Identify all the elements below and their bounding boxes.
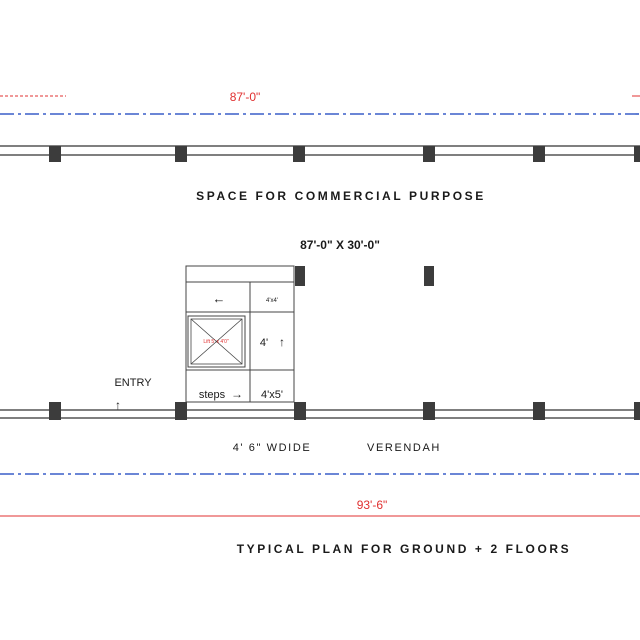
verandah-label: VERENDAH xyxy=(367,442,441,454)
landing-size-label: 4'x4' xyxy=(266,298,278,304)
entry-label: ENTRY xyxy=(114,377,152,389)
column xyxy=(175,146,187,162)
column xyxy=(49,402,61,420)
flight-up-arrow-icon: ↑ xyxy=(279,335,285,349)
steps-label: steps xyxy=(199,389,226,401)
column xyxy=(423,146,435,162)
column xyxy=(293,146,305,162)
plot-size-label: 87'-0" X 30'-0" xyxy=(300,238,380,252)
column xyxy=(424,266,434,286)
column xyxy=(294,402,306,420)
bottom-length-label: 93'-6" xyxy=(357,498,388,512)
arrow-left-icon: ← xyxy=(213,291,226,306)
column xyxy=(533,402,545,420)
entry-arrow-icon: ↑ xyxy=(115,398,121,412)
top-length-label: 87'-0" xyxy=(230,90,261,104)
stair-lift-block xyxy=(185,265,295,403)
column xyxy=(533,146,545,162)
bottom-landing-label: 4'x5' xyxy=(261,389,283,401)
steps-arrow-icon: → xyxy=(231,387,243,401)
commercial-space-label: SPACE FOR COMMERCIAL PURPOSE xyxy=(196,189,486,203)
verandah-width-label: 4' 6" WDIDE xyxy=(233,442,312,454)
flight-size-label: 4' xyxy=(260,337,268,349)
column xyxy=(423,402,435,420)
column xyxy=(175,402,187,420)
column xyxy=(295,266,305,286)
column xyxy=(634,402,640,420)
interior-columns xyxy=(295,266,434,286)
column xyxy=(634,146,640,162)
column xyxy=(49,146,61,162)
bottom-columns xyxy=(49,402,640,420)
top-columns xyxy=(49,146,640,162)
plan-title: TYPICAL PLAN FOR GROUND + 2 FLOORS xyxy=(237,542,572,556)
lift-size-label: Lift 5' x 4'0" xyxy=(203,339,229,345)
